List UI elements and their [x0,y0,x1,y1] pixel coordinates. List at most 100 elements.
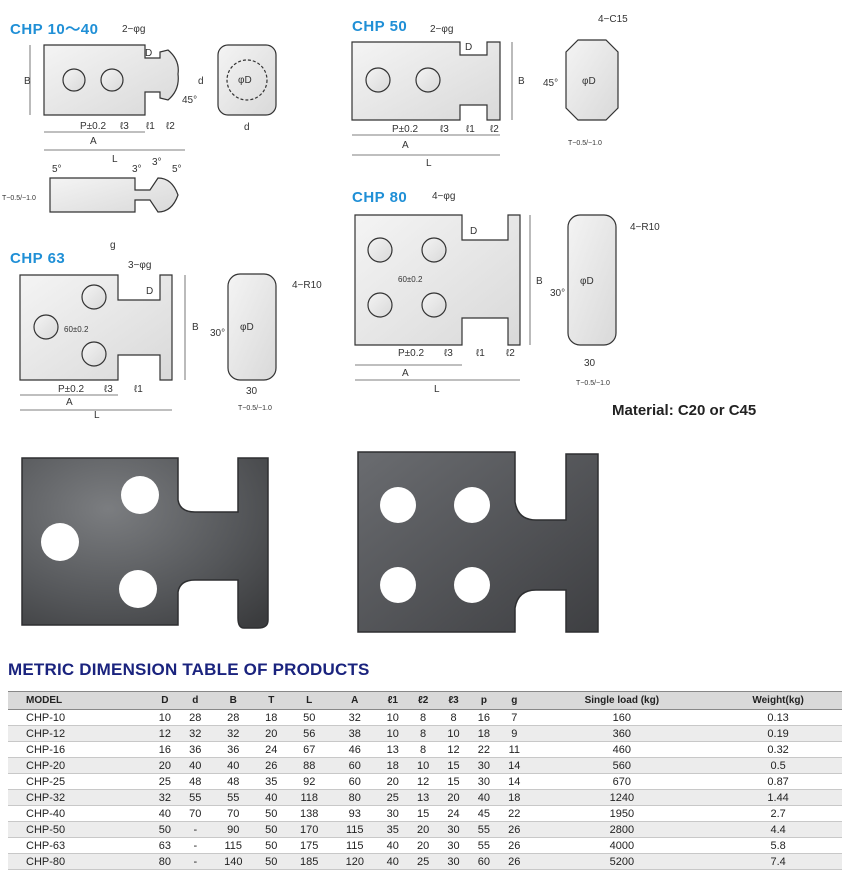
table-cell: 170 [286,821,332,838]
table-cell: 30 [438,853,469,870]
chp10-40-d-label: d [198,76,204,87]
table-cell: 140 [210,853,257,870]
table-cell: 80 [149,853,181,870]
table-cell: 35 [256,773,287,790]
table-cell: 26 [499,821,530,838]
table-cell: 55 [210,789,257,806]
chp10-40-phiD-label: φD [238,75,252,86]
table-cell: 0.13 [714,709,842,726]
table-cell: 7 [499,709,530,726]
table-cell: 4.4 [714,821,842,838]
table-cell: 18 [468,725,500,742]
table-cell: 28 [180,709,211,726]
side-angle-4: 5° [172,164,182,175]
table-cell: 18 [256,709,287,726]
table-cell: 22 [499,805,530,822]
table-cell: 670 [529,773,715,790]
table-cell: 40 [180,757,211,774]
chp80-T-label: T−0.5/−1.0 [576,380,610,387]
chp10-40-B-label: B [24,76,31,87]
table-cell: 50 [256,853,287,870]
table-cell: 115 [210,837,257,854]
chp63-hole-3 [81,341,107,367]
table-cell: 40 [377,837,408,854]
chp80-l2-label: ℓ2 [506,348,515,359]
chp63-front-body [19,274,173,381]
table-cell: 45 [468,805,500,822]
column-header: L [286,691,332,710]
table-cell: 32 [210,725,257,742]
chp50-end-view [565,39,619,121]
table-cell: 36 [180,741,211,758]
chp63-sixty-label: 60±0.2 [64,325,89,334]
chp10-40-l2-label: ℓ2 [166,121,175,132]
table-cell: 7.4 [714,853,842,870]
table-title: METRIC DIMENSION TABLE OF PRODUCTS [8,660,370,679]
chp10-40-hole-2 [100,68,124,92]
table-cell: 55 [468,837,500,854]
table-cell: CHP-63 [8,837,150,854]
chp63-photo [21,457,269,629]
chp50-l3-label: ℓ3 [440,124,449,135]
table-cell: 12 [149,725,181,742]
table-cell: 460 [529,741,715,758]
chp63-hole-1 [33,314,59,340]
chp80-front-body [354,214,521,346]
column-header: MODEL [8,691,150,710]
chp10-40-hole-1 [62,68,86,92]
table-cell: 5.8 [714,837,842,854]
side-angle-1: 5° [52,164,62,175]
chp80-g-label: 4−φg [432,191,455,202]
chp63-g-label: 3−φg [128,260,151,271]
table-cell: 80 [331,789,378,806]
table-cell: 10 [377,709,408,726]
table-cell: 10 [149,709,181,726]
table-cell: 40 [256,789,287,806]
table-cell: 25 [377,789,408,806]
chp63-D-label: D [146,286,153,297]
side-T-label: T−0.5/−1.0 [2,195,36,202]
chp80-sixty-label: 60±0.2 [398,275,423,284]
side-angle-3: 3° [152,157,162,168]
table-cell: 12 [407,773,439,790]
chp63-R-label: 4−R10 [292,280,322,291]
chp80-l3-label: ℓ3 [444,348,453,359]
table-cell: 18 [377,757,408,774]
chp80-R-label: 4−R10 [630,222,660,233]
table-cell: - [180,853,211,870]
column-header: A [331,691,378,710]
table-cell: 120 [331,853,378,870]
chp50-title: CHP 50 [352,18,408,35]
table-cell: 63 [149,837,181,854]
chp80-phiD-label: φD [580,276,594,287]
chp10-40-A-label: A [90,136,97,147]
chp10-40-l3-label: ℓ3 [120,121,129,132]
chp50-hole-2 [415,67,441,93]
chp50-P-label: P±0.2 [392,124,418,135]
table-cell: 15 [438,773,469,790]
table-cell: 30 [468,773,500,790]
chp50-l1-label: ℓ1 [466,124,475,135]
chp50-l2-label: ℓ2 [490,124,499,135]
table-cell: 28 [210,709,257,726]
table-cell: 560 [529,757,715,774]
column-header: p [468,691,500,710]
column-header: Single load (kg) [529,691,715,710]
chp50-C-label: 4−C15 [598,14,628,25]
table-cell: 46 [331,741,378,758]
chp50-L-label: L [426,158,432,169]
table-cell: 1950 [529,805,715,822]
table-cell: 2800 [529,821,715,838]
chp10-40-end-view [217,44,277,116]
table-cell: 48 [180,773,211,790]
table-cell: 60 [331,773,378,790]
chp10-40-D-label: D [145,48,152,59]
table-cell: CHP-10 [8,709,150,726]
table-cell: 26 [499,837,530,854]
